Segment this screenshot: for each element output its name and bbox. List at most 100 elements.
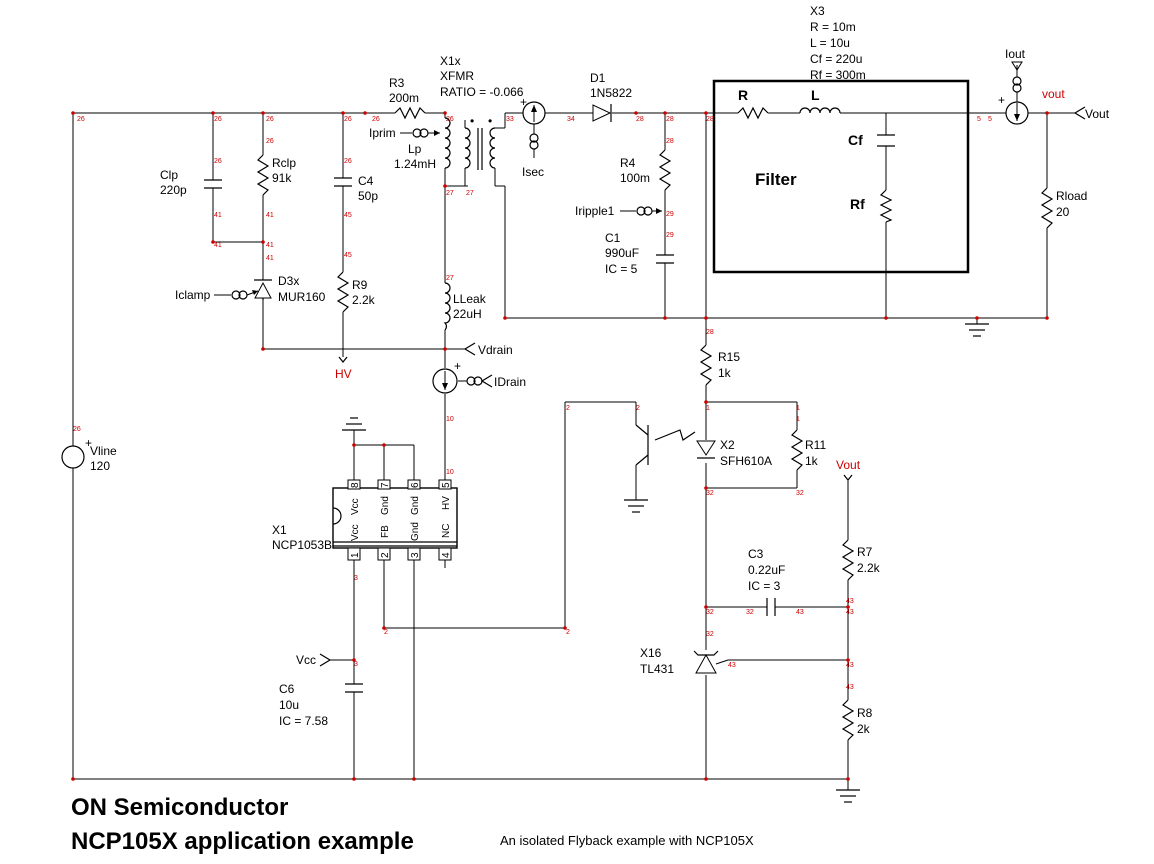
node-label: 26 (73, 426, 81, 433)
svg-text:+: + (454, 359, 461, 373)
vline-name: Vline (90, 444, 117, 458)
node-label: 2 (566, 629, 570, 636)
node-label: 41 (266, 242, 274, 249)
c3-ic: IC = 3 (748, 579, 781, 593)
ic-pin-bottom-3: Gnd (410, 522, 421, 541)
filter-r-label: R (738, 87, 748, 103)
r11-name: R11 (805, 438, 826, 452)
svg-text:+: + (520, 95, 527, 109)
node-label: 29 (666, 232, 674, 239)
hv-label: HV (335, 367, 352, 381)
r9-resistor (336, 271, 350, 313)
vline-source: + (61, 436, 92, 469)
d1-name: D1 (590, 71, 606, 85)
ic-pin-bottom-1: Vcc (350, 524, 361, 541)
vdrain-label: Vdrain (478, 343, 513, 357)
vout-probe-label: vout (1042, 87, 1065, 101)
c1-capacitor (656, 254, 674, 264)
node-label: 3 (354, 661, 358, 668)
iripple-probe (620, 206, 662, 216)
node-label: 26 (77, 116, 85, 123)
x3-name: X3 (810, 4, 825, 18)
ic-pin-num-3: 3 (410, 552, 421, 558)
c3-capacitor (766, 598, 776, 616)
iprim-probe (400, 128, 440, 138)
r15-name: R15 (718, 350, 740, 364)
node-label: 26 (446, 116, 454, 123)
rload-value: 20 (1056, 205, 1070, 219)
x2-name: X2 (720, 438, 735, 452)
x1-value: NCP1053B (272, 538, 332, 552)
node-label: 28 (706, 329, 714, 336)
node-label: 29 (666, 211, 674, 218)
c4-capacitor (334, 177, 352, 187)
r9-value: 2.2k (352, 293, 376, 307)
r7-value: 2.2k (857, 561, 881, 575)
lleak-value: 22uH (453, 307, 482, 321)
vout-port-symbol (1073, 106, 1086, 120)
rclp-name: Rclp (272, 156, 296, 170)
vline-value: 120 (90, 459, 110, 473)
x3-cf: Cf = 220u (810, 52, 862, 66)
node-label: 45 (344, 212, 352, 219)
node-label: 26 (344, 116, 352, 123)
ic-pin-num-1: 1 (350, 552, 361, 558)
title-line-2: NCP105X application example (71, 828, 414, 855)
r9-name: R9 (352, 278, 368, 292)
title-line-1: ON Semiconductor (71, 794, 288, 821)
x2-opto-led (696, 440, 716, 459)
lp-inductor (444, 117, 451, 169)
node-label: 32 (706, 490, 714, 497)
x2-opto-transistor (635, 424, 649, 466)
node-label: 28 (666, 138, 674, 145)
node-label: 32 (746, 609, 754, 616)
x1-name: X1 (272, 523, 287, 537)
r4-name: R4 (620, 156, 636, 170)
c3-value: 0.22uF (748, 563, 785, 577)
ic-pin-num-8: 8 (350, 482, 361, 488)
clp-capacitor (204, 179, 222, 189)
d1-value: 1N5822 (590, 86, 632, 100)
node-label: 32 (706, 609, 714, 616)
transformer-x1x: • • (464, 114, 506, 187)
iout-label: Iout (1005, 47, 1026, 61)
r8-resistor (841, 699, 855, 741)
wires (72, 112, 1075, 790)
ground-symbol-ic (342, 417, 366, 431)
c1-name: C1 (605, 231, 621, 245)
node-label: 5 (988, 116, 992, 123)
ic-pin-top-1: Vcc (350, 498, 361, 515)
iclamp-probe (214, 290, 259, 300)
ground-symbol-bottom (836, 789, 860, 803)
rload-resistor (1040, 187, 1054, 229)
r11-value: 1k (805, 454, 819, 468)
isec-label: Isec (522, 165, 544, 179)
ic-pin-num-6: 6 (410, 482, 421, 488)
node-label: 26 (372, 116, 380, 123)
filter-l-label: L (811, 87, 820, 103)
filter-block (712, 79, 970, 274)
x2-value: SFH610A (720, 454, 772, 468)
node-label: 2 (384, 629, 388, 636)
vcc-port-symbol (319, 653, 332, 667)
svg-text:+: + (85, 436, 92, 450)
ic-pin-bottom-2: FB (380, 525, 391, 538)
node-label: 26 (266, 138, 274, 145)
r11-resistor (790, 429, 804, 471)
ic-pin-top-3: Gnd (410, 496, 421, 515)
ic-pin-num-2: 2 (380, 552, 391, 558)
c1-value: 990uF (605, 246, 639, 260)
iprim-label: Iprim (369, 126, 396, 140)
iripple-label: Iripple1 (575, 204, 615, 218)
svg-text:•: • (470, 114, 474, 128)
ground-symbol-output (965, 323, 989, 337)
x3-rf: Rf = 300m (810, 68, 866, 82)
node-label: 41 (214, 212, 222, 219)
node-label: 10 (446, 469, 454, 476)
svg-text:+: + (998, 93, 1005, 107)
node-label: 43 (796, 609, 804, 616)
x16-name: X16 (640, 646, 662, 660)
node-label: 41 (214, 242, 222, 249)
